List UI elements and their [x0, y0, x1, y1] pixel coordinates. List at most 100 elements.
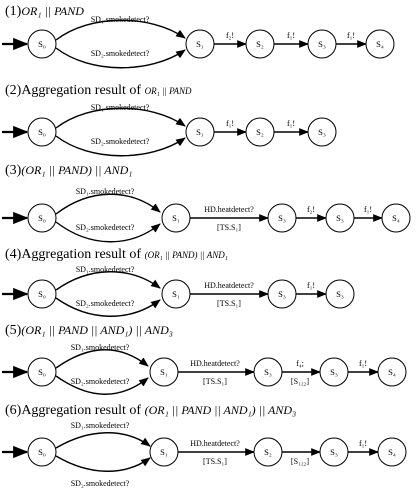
title-prefix: (1)	[5, 4, 22, 19]
state-node	[27, 279, 57, 309]
transition-label: f₁!	[359, 439, 367, 448]
panel-title: (2)Aggregation result of OR₁ || PAND	[5, 82, 192, 99]
state-label: S₁	[172, 213, 180, 223]
state-diagram: S₀ SD₁.smokedetect? SD₂.smokedetect? S₁ …	[2, 15, 395, 69]
state-label: S₃	[336, 289, 344, 299]
upper-transition	[55, 19, 186, 41]
state-diagram: S₀ SD₁.smokedetect? SD₂.smokedetect? S₁ …	[2, 187, 411, 243]
title-math: OR₁ || PAND	[21, 4, 84, 18]
state-label: S₀	[38, 367, 46, 377]
lower-transition	[55, 47, 186, 69]
state-node	[27, 203, 57, 233]
state-node	[325, 279, 355, 309]
transition-label: f₄;	[296, 359, 304, 368]
transition-guard: [TS.S₁]	[217, 223, 241, 232]
state-label: S₄	[392, 213, 400, 223]
title-math: (OR₁ || PAND) || AND₁	[21, 163, 133, 177]
lower-label: SD₂.smokedetect?	[91, 49, 150, 58]
state-label: S₁	[160, 447, 168, 457]
transition-guard: [S₁₂₂]	[291, 457, 309, 466]
state-label: S₀	[38, 213, 46, 223]
lower-transition	[55, 221, 161, 243]
state-label: S₂	[256, 127, 264, 137]
title-prefix: (5)	[5, 323, 22, 338]
state-label: S₁	[196, 127, 204, 137]
state-label: S₃	[336, 213, 344, 223]
transition-label: f₂!	[307, 205, 315, 214]
state-diagram: S₀ SD₁.smokedetect? SD₂.smokedetect? S₁ …	[2, 421, 407, 488]
upper-transition	[55, 107, 186, 129]
lower-transition	[55, 375, 149, 395]
state-node	[381, 203, 411, 233]
title-math: (OR₁ || PAND || AND₁) || AND₃	[144, 403, 297, 417]
upper-label: SD₁.smokedetect?	[71, 343, 130, 352]
upper-label: SD₁.smokedetect?	[71, 421, 130, 430]
transition-label: HD.heatdetect?	[190, 439, 240, 448]
state-diagram: S₀ SD₁.smokedetect? SD₂.smokedetect? S₁ …	[2, 343, 407, 395]
state-node	[27, 357, 57, 387]
state-label: S₃	[318, 39, 326, 49]
state-label: S₃	[278, 213, 286, 223]
transition-label: f₂!	[226, 31, 234, 40]
state-label: S₄	[376, 39, 384, 49]
transition-label: f₁!	[359, 359, 367, 368]
lower-transition	[55, 297, 161, 317]
transition-label: f₁!	[307, 281, 315, 290]
upper-label: SD₁.smokedetect?	[91, 103, 150, 112]
panel-title: (6)Aggregation result of (OR₁ || PAND ||…	[5, 402, 296, 418]
transition-guard: [TS.S₁]	[217, 299, 241, 308]
title-prefix: (3)	[5, 163, 22, 178]
state-label: S₂	[264, 447, 272, 457]
state-node	[27, 117, 57, 147]
transition-guard: [S₁₂₂]	[291, 377, 309, 386]
upper-transition	[55, 432, 151, 449]
panel-title: (5)(OR₁ || PAND || AND₁) || AND₃	[5, 322, 173, 338]
state-node	[27, 29, 57, 59]
transition-label: HD.heatdetect?	[204, 281, 254, 290]
state-diagram: S₀ SD₁.smokedetect? SD₂.smokedetect? S₁ …	[2, 265, 355, 317]
state-label: S₁	[196, 39, 204, 49]
state-label: S₁	[160, 367, 168, 377]
title-prefix: (2)Aggregation result of	[5, 83, 145, 98]
transition-label: f₁!	[287, 119, 295, 128]
state-label: S₀	[38, 127, 46, 137]
lower-label: SD₂.smokedetect?	[71, 377, 130, 386]
title-math: OR₁ || PAND	[144, 86, 192, 96]
state-label: S₁	[172, 289, 180, 299]
state-label: S₂	[256, 39, 264, 49]
lower-label: SD₂.smokedetect?	[76, 299, 135, 308]
state-label: S₀	[38, 447, 46, 457]
lower-transition	[55, 135, 186, 157]
state-label: S₃	[264, 367, 272, 377]
state-label: S₀	[38, 39, 46, 49]
state-node	[27, 437, 57, 467]
state-node	[377, 357, 407, 387]
lower-label: SD₂.smokedetect?	[91, 137, 150, 146]
transition-label: f₁!	[287, 31, 295, 40]
state-label: S₄	[388, 367, 396, 377]
transition-guard: [TS.S₁]	[203, 377, 227, 386]
state-diagram: S₀ SD₁.smokedetect? SD₂.smokedetect? S₁ …	[2, 103, 337, 157]
state-label: S₄	[388, 447, 396, 457]
panel-title: (3)(OR₁ || PAND) || AND₁	[5, 162, 132, 178]
transition-label: f₁!	[226, 119, 234, 128]
lower-transition	[55, 455, 151, 472]
state-node	[377, 437, 407, 467]
transition-label: HD.heatdetect?	[190, 359, 240, 368]
lower-label: SD₂.smokedetect?	[76, 223, 135, 232]
state-label: S₃	[278, 289, 286, 299]
upper-transition	[55, 193, 161, 215]
transition-label: f₁!	[347, 31, 355, 40]
title-prefix: (6)Aggregation result of	[5, 403, 145, 418]
upper-label: SD₁.smokedetect?	[76, 265, 135, 274]
panel-title: (4)Aggregation result of (OR₁ || PAND) |…	[5, 246, 228, 263]
state-node	[307, 117, 337, 147]
transition-label: HD.heatdetect?	[204, 205, 254, 214]
state-label: S₀	[38, 289, 46, 299]
lower-label: SD₂.smokedetect?	[71, 479, 130, 488]
transition-guard: [TS.S₁]	[203, 457, 227, 466]
title-math: (OR₁ || PAND) || AND₁	[144, 250, 228, 260]
transition-label: f₁!	[364, 205, 372, 214]
state-node	[365, 29, 395, 59]
state-label: S₃	[318, 127, 326, 137]
